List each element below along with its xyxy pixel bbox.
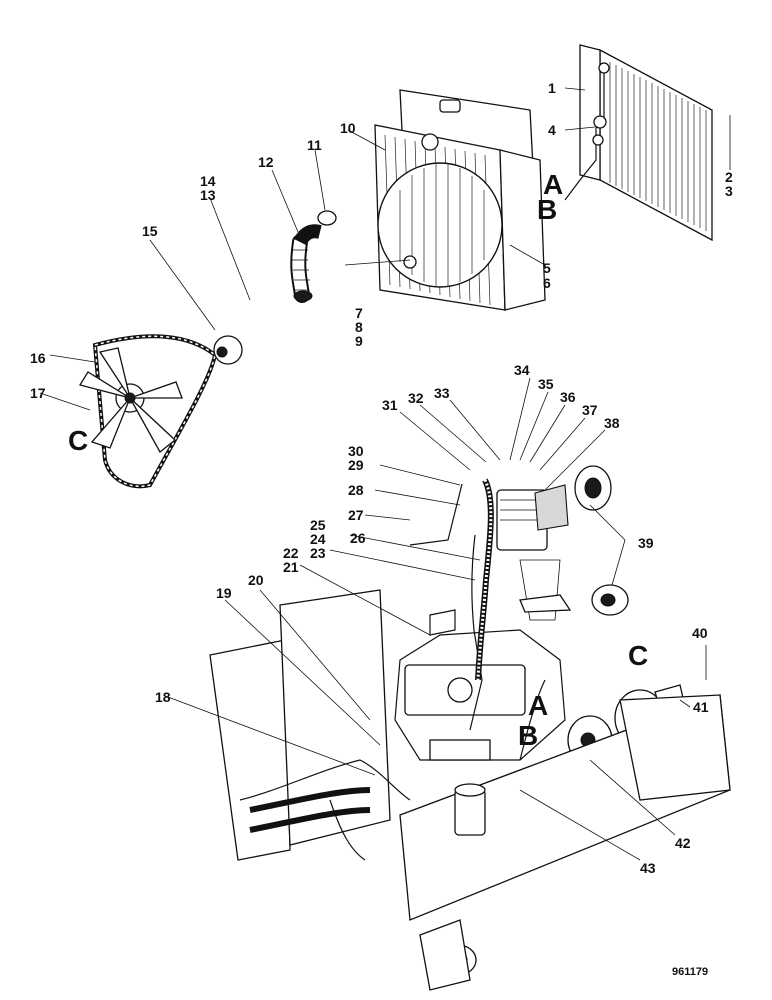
callout-26: 26 (350, 530, 366, 546)
fan-and-belt (78, 334, 243, 489)
callout-30: 30 (348, 443, 364, 459)
callout-37: 37 (582, 402, 598, 418)
marker-b-top: B (537, 194, 557, 225)
callout-39: 39 (638, 535, 654, 551)
callout-24: 24 (310, 531, 326, 547)
callout-33: 33 (434, 385, 450, 401)
callout-18: 18 (155, 689, 171, 705)
callout-40: 40 (692, 625, 708, 641)
radiator-hose (290, 210, 337, 303)
callouts: 1 2 3 4 5 6 7 8 9 10 11 12 13 14 15 16 1… (30, 80, 733, 876)
callout-12: 12 (258, 154, 274, 170)
engine-chassis (209, 478, 731, 991)
marker-a-top: A (543, 169, 563, 200)
callout-34: 34 (514, 362, 530, 378)
callout-11: 11 (307, 137, 322, 153)
callout-43: 43 (640, 860, 656, 876)
callout-19: 19 (216, 585, 232, 601)
callout-32: 32 (408, 390, 424, 406)
callout-2: 2 (725, 169, 733, 185)
callout-8: 8 (355, 319, 363, 335)
callout-9: 9 (355, 333, 363, 349)
callout-13: 13 (200, 187, 216, 203)
callout-14: 14 (200, 173, 216, 189)
leader-lines (39, 87, 731, 861)
callout-5: 5 (543, 260, 551, 276)
callout-20: 20 (248, 572, 264, 588)
reference-number: 961179 (672, 966, 708, 978)
oil-cooler (564, 44, 713, 242)
callout-17: 17 (30, 385, 46, 401)
callout-1: 1 (548, 80, 556, 96)
callout-35: 35 (538, 376, 554, 392)
radiator (374, 89, 546, 311)
callout-36: 36 (560, 389, 576, 405)
section-markers: A B C C A B (68, 169, 648, 751)
callout-41: 41 (693, 699, 709, 715)
marker-a-engine: A (528, 690, 548, 721)
bracket-parts (409, 483, 546, 761)
callout-3: 3 (725, 183, 733, 199)
callout-21: 21 (283, 559, 299, 575)
callout-31: 31 (382, 397, 398, 413)
callout-42: 42 (675, 835, 691, 851)
callout-38: 38 (604, 415, 620, 431)
callout-28: 28 (348, 482, 364, 498)
callout-22: 22 (283, 545, 299, 561)
callout-27: 27 (348, 507, 364, 523)
callout-25: 25 (310, 517, 326, 533)
callout-15: 15 (142, 223, 158, 239)
marker-c-fan: C (68, 425, 88, 456)
callout-23: 23 (310, 545, 326, 561)
callout-16: 16 (30, 350, 46, 366)
callout-4: 4 (548, 122, 556, 138)
callout-7: 7 (355, 305, 363, 321)
marker-b-engine: B (518, 720, 538, 751)
callout-6: 6 (543, 275, 551, 291)
callout-10: 10 (340, 120, 356, 136)
callout-29: 29 (348, 457, 364, 473)
marker-c-engine: C (628, 640, 648, 671)
